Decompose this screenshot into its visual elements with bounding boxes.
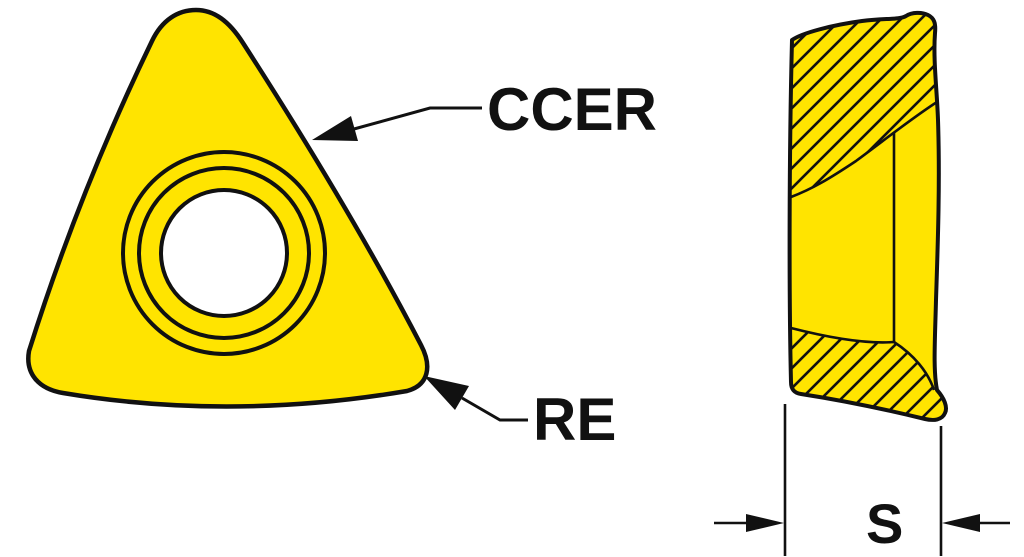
center-hole (159, 188, 289, 318)
side-view-outline (787, 10, 948, 422)
ccer-callout-arrow (312, 106, 482, 141)
re-callout-arrow (424, 376, 528, 422)
side-view-top-face-edge (790, 100, 938, 199)
insert-front-view (26, 7, 430, 409)
re-arrowhead-icon (424, 376, 469, 410)
dimension-arrow-left-icon (942, 514, 980, 532)
hole-outer-ring (121, 150, 327, 356)
insert-side-view (787, 10, 948, 422)
side-view-bottom-face-edge (790, 326, 936, 391)
label-corner-radius: RE (533, 386, 617, 453)
label-corner-geometry: CCER (487, 76, 658, 143)
thickness-dimension (714, 404, 1010, 556)
dimension-arrow-right-icon (746, 514, 784, 532)
label-thickness: S (866, 492, 904, 555)
hole-inner-ring (137, 166, 311, 340)
ccer-leader-line (353, 106, 482, 131)
ccer-arrowhead-icon (312, 116, 358, 141)
re-leader-line (461, 396, 528, 422)
side-view-hatch-top (791, 12, 937, 198)
